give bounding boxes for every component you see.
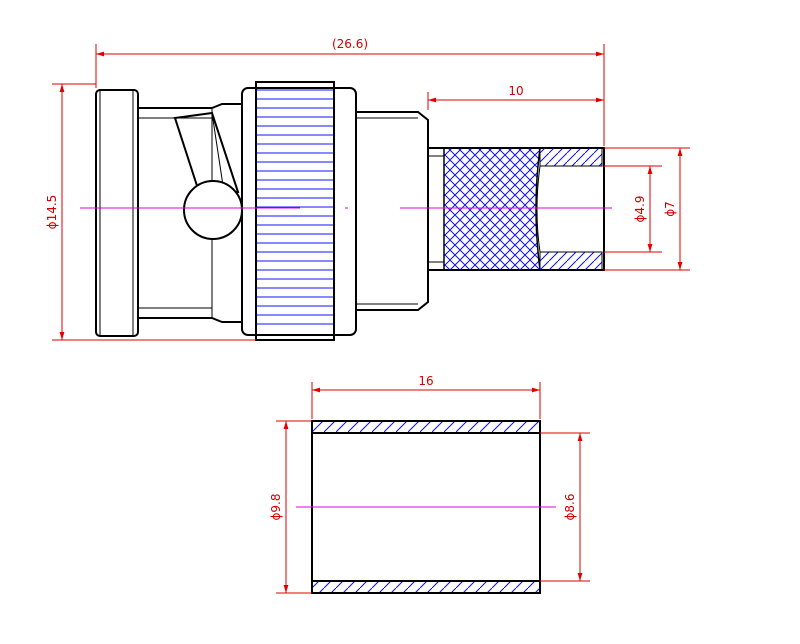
connector-body [138, 103, 243, 323]
knurled-nut [241, 81, 357, 341]
dim-sleeve-inner: ϕ8.6 [540, 432, 590, 582]
bayonet-slot [173, 111, 240, 197]
dim-inner-diameter: ϕ4.9 [604, 165, 662, 253]
sleeve-view: 16 ϕ9.8 ϕ8.6 [269, 374, 590, 594]
crimp-knurl-area [443, 147, 541, 271]
inner-diameter-label: ϕ4.9 [633, 196, 647, 223]
body-diameter-label: ϕ14.5 [45, 195, 59, 230]
rear-body [356, 111, 429, 311]
dim-outer-diameter: ϕ7 [604, 147, 690, 271]
dim-sleeve-outer: ϕ9.8 [269, 420, 312, 594]
sleeve-inner-label: ϕ8.6 [563, 494, 577, 521]
overall-length-label: (26.6) [332, 37, 368, 51]
sleeve-outer-label: ϕ9.8 [269, 494, 283, 521]
knurl-lines [257, 89, 333, 325]
bayonet-pin [183, 180, 243, 240]
dim-body-diameter: ϕ14.5 [45, 83, 256, 341]
bayonet-flange [95, 89, 139, 337]
sleeve-wall-top [311, 420, 541, 434]
outer-diameter-label: ϕ7 [663, 201, 677, 217]
ferrule-wall-bottom [539, 251, 603, 271]
dim-overall-length: (26.6) [95, 37, 605, 146]
ferrule-wall-top [539, 147, 603, 167]
crimp-ferrule [427, 147, 605, 271]
sleeve-wall-bottom [311, 580, 541, 594]
connector-view: (26.6) 10 ϕ14.5 ϕ4.9 ϕ7 [45, 37, 690, 341]
sleeve-length-label: 16 [418, 374, 433, 388]
crimp-length-label: 10 [508, 84, 523, 98]
dim-sleeve-length: 16 [311, 374, 541, 419]
dim-crimp-length: 10 [427, 84, 604, 110]
